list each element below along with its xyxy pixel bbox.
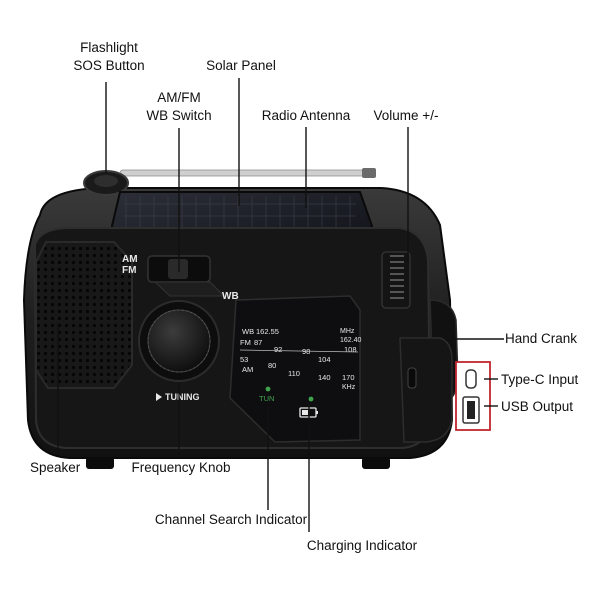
callout-solar-panel: Solar Panel <box>206 58 276 73</box>
scale-fm-label: FM <box>240 338 251 347</box>
scale-am-170: 170 <box>342 373 355 382</box>
callout-speaker: Speaker <box>30 460 81 475</box>
tuning-label: TUNING <box>165 392 200 402</box>
charging-indicator <box>299 396 318 418</box>
scale-am-label: AM <box>242 365 253 374</box>
speaker-grille <box>35 241 133 389</box>
callout-charging: Charging Indicator <box>307 538 418 553</box>
callout-band-switch-line2: WB Switch <box>146 108 211 123</box>
scale-wb-16255: 162.55 <box>256 327 279 336</box>
callout-labels: Flashlight SOS Button Solar Panel AM/FM … <box>30 40 579 553</box>
switch-label-fm: FM <box>122 265 136 276</box>
callout-volume: Volume +/- <box>374 108 439 123</box>
radio-antenna <box>119 168 376 178</box>
volume-dial[interactable] <box>381 251 411 309</box>
scale-fm-92: 92 <box>274 345 282 354</box>
callout-frequency-knob: Frequency Knob <box>131 460 230 475</box>
type-c-port[interactable] <box>465 369 477 389</box>
am-fm-wb-switch[interactable]: AM FM WB <box>122 254 239 302</box>
callout-flashlight-line1: Flashlight <box>80 40 138 55</box>
scale-wb-16240: 162.40 <box>340 337 362 344</box>
tun-label: TUN <box>259 394 274 403</box>
callout-antenna: Radio Antenna <box>262 108 351 123</box>
callout-usb-output: USB Output <box>501 399 573 414</box>
callout-flashlight-line2: SOS Button <box>73 58 144 73</box>
callout-band-switch-line1: AM/FM <box>157 90 201 105</box>
scale-am-140: 140 <box>318 373 331 382</box>
leader-lines <box>57 78 504 532</box>
ports-callout-box <box>455 361 491 431</box>
switch-label-wb: WB <box>222 291 239 302</box>
frequency-knob[interactable]: TUNING <box>138 300 220 402</box>
scale-fm-108: 108 <box>344 345 357 354</box>
scale-khz: KHz <box>342 384 356 391</box>
scale-fm-104: 104 <box>318 355 331 364</box>
callout-channel-search: Channel Search Indicator <box>155 512 308 527</box>
callout-type-c: Type-C Input <box>501 372 579 387</box>
scale-am-53: 53 <box>240 355 248 364</box>
channel-search-indicator: TUN <box>259 386 274 403</box>
side-port-cover <box>399 337 453 443</box>
scale-am-80: 80 <box>268 361 276 370</box>
scale-wb-label: WB <box>242 327 254 336</box>
frequency-display: WB 162.55 MHz 162.40 FM 87 92 98 104 108… <box>229 295 362 443</box>
callout-hand-crank: Hand Crank <box>505 331 577 346</box>
scale-mhz: MHz <box>340 328 355 335</box>
scale-fm-87: 87 <box>254 338 262 347</box>
scale-am-110: 110 <box>288 369 300 378</box>
switch-label-am: AM <box>122 254 138 265</box>
